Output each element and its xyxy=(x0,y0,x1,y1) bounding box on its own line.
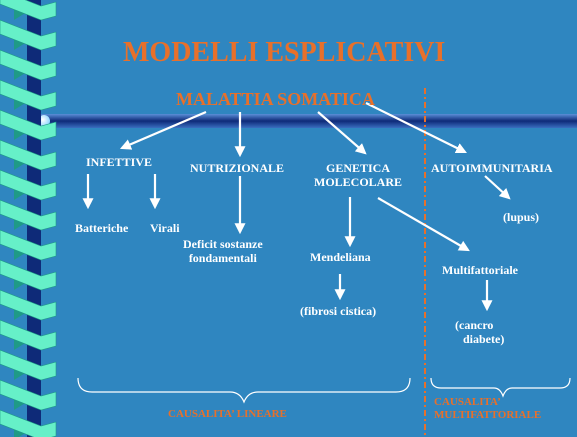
arrow-genetica-to-multifattoriale xyxy=(377,197,470,252)
ribbon-front xyxy=(0,229,57,261)
leaf-lupus: (lupus) xyxy=(503,210,540,224)
ribbon-front xyxy=(0,289,57,321)
ribbon-front xyxy=(0,79,57,111)
ribbon-front xyxy=(0,49,57,81)
leaf-batteriche: Batteriche xyxy=(75,221,129,235)
leaf-deficit: Deficit sostanze fondamentali xyxy=(183,237,263,265)
node-genetica-line1: GENETICA xyxy=(326,161,391,175)
node-genetica: GENETICA MOLECOLARE xyxy=(314,161,402,189)
leaf-deficit-line2: fondamentali xyxy=(188,251,257,265)
node-nutrizionale: NUTRIZIONALE xyxy=(190,161,285,175)
ribbon-front xyxy=(0,259,57,291)
footer-multi-line1: CAUSALITA’ xyxy=(434,396,501,408)
leaf-deficit-line1: Deficit sostanze xyxy=(183,237,263,251)
ribbon-front xyxy=(0,169,57,201)
node-autoimmunitaria: AUTOIMMUNITARIA xyxy=(431,161,553,175)
node-infettive: INFETTIVE xyxy=(86,155,153,169)
arrow-root-to-genetica xyxy=(317,111,367,155)
footer-lineare: CAUSALITA’ LINEARE xyxy=(168,408,287,420)
ribbon-front xyxy=(0,19,57,51)
brace-lineare xyxy=(77,377,411,404)
leaf-mendeliana: Mendeliana xyxy=(310,250,371,264)
arrow-autoimmunitaria-to-lupus xyxy=(484,175,511,200)
slide-title: MODELLI ESPLICATIVI xyxy=(123,37,446,68)
leaf-virali: Virali xyxy=(150,221,180,235)
leaf-cancro-line1: (cancro xyxy=(455,318,494,332)
ribbon-front xyxy=(0,139,57,171)
ribbon-front xyxy=(0,409,57,437)
root-node: MALATTIA SOMATICA xyxy=(176,89,375,109)
ribbon-front xyxy=(0,379,57,411)
arrow-root-to-infettive xyxy=(119,110,207,150)
footer-multi-line2: MULTIFATTORIALE xyxy=(434,409,542,421)
leaf-cancro: (cancro diabete) xyxy=(455,318,504,346)
ribbon-front xyxy=(0,109,57,141)
ribbon-front xyxy=(0,349,57,381)
brace-multifattoriale xyxy=(430,377,571,398)
footer-multifattoriale: CAUSALITA’ MULTIFATTORIALE xyxy=(434,396,541,422)
ribbon-front xyxy=(0,0,57,21)
arrow-root-to-autoimmunitaria xyxy=(365,102,467,154)
node-genetica-line2: MOLECOLARE xyxy=(314,175,403,189)
leaf-fibrosi: (fibrosi cistica) xyxy=(300,304,377,318)
leaf-multifattoriale: Multifattoriale xyxy=(442,263,518,277)
leaf-cancro-line2: diabete) xyxy=(463,332,505,346)
ribbon-front xyxy=(0,319,57,351)
ribbon-front xyxy=(0,199,57,231)
spiral-ribbon xyxy=(0,0,57,437)
